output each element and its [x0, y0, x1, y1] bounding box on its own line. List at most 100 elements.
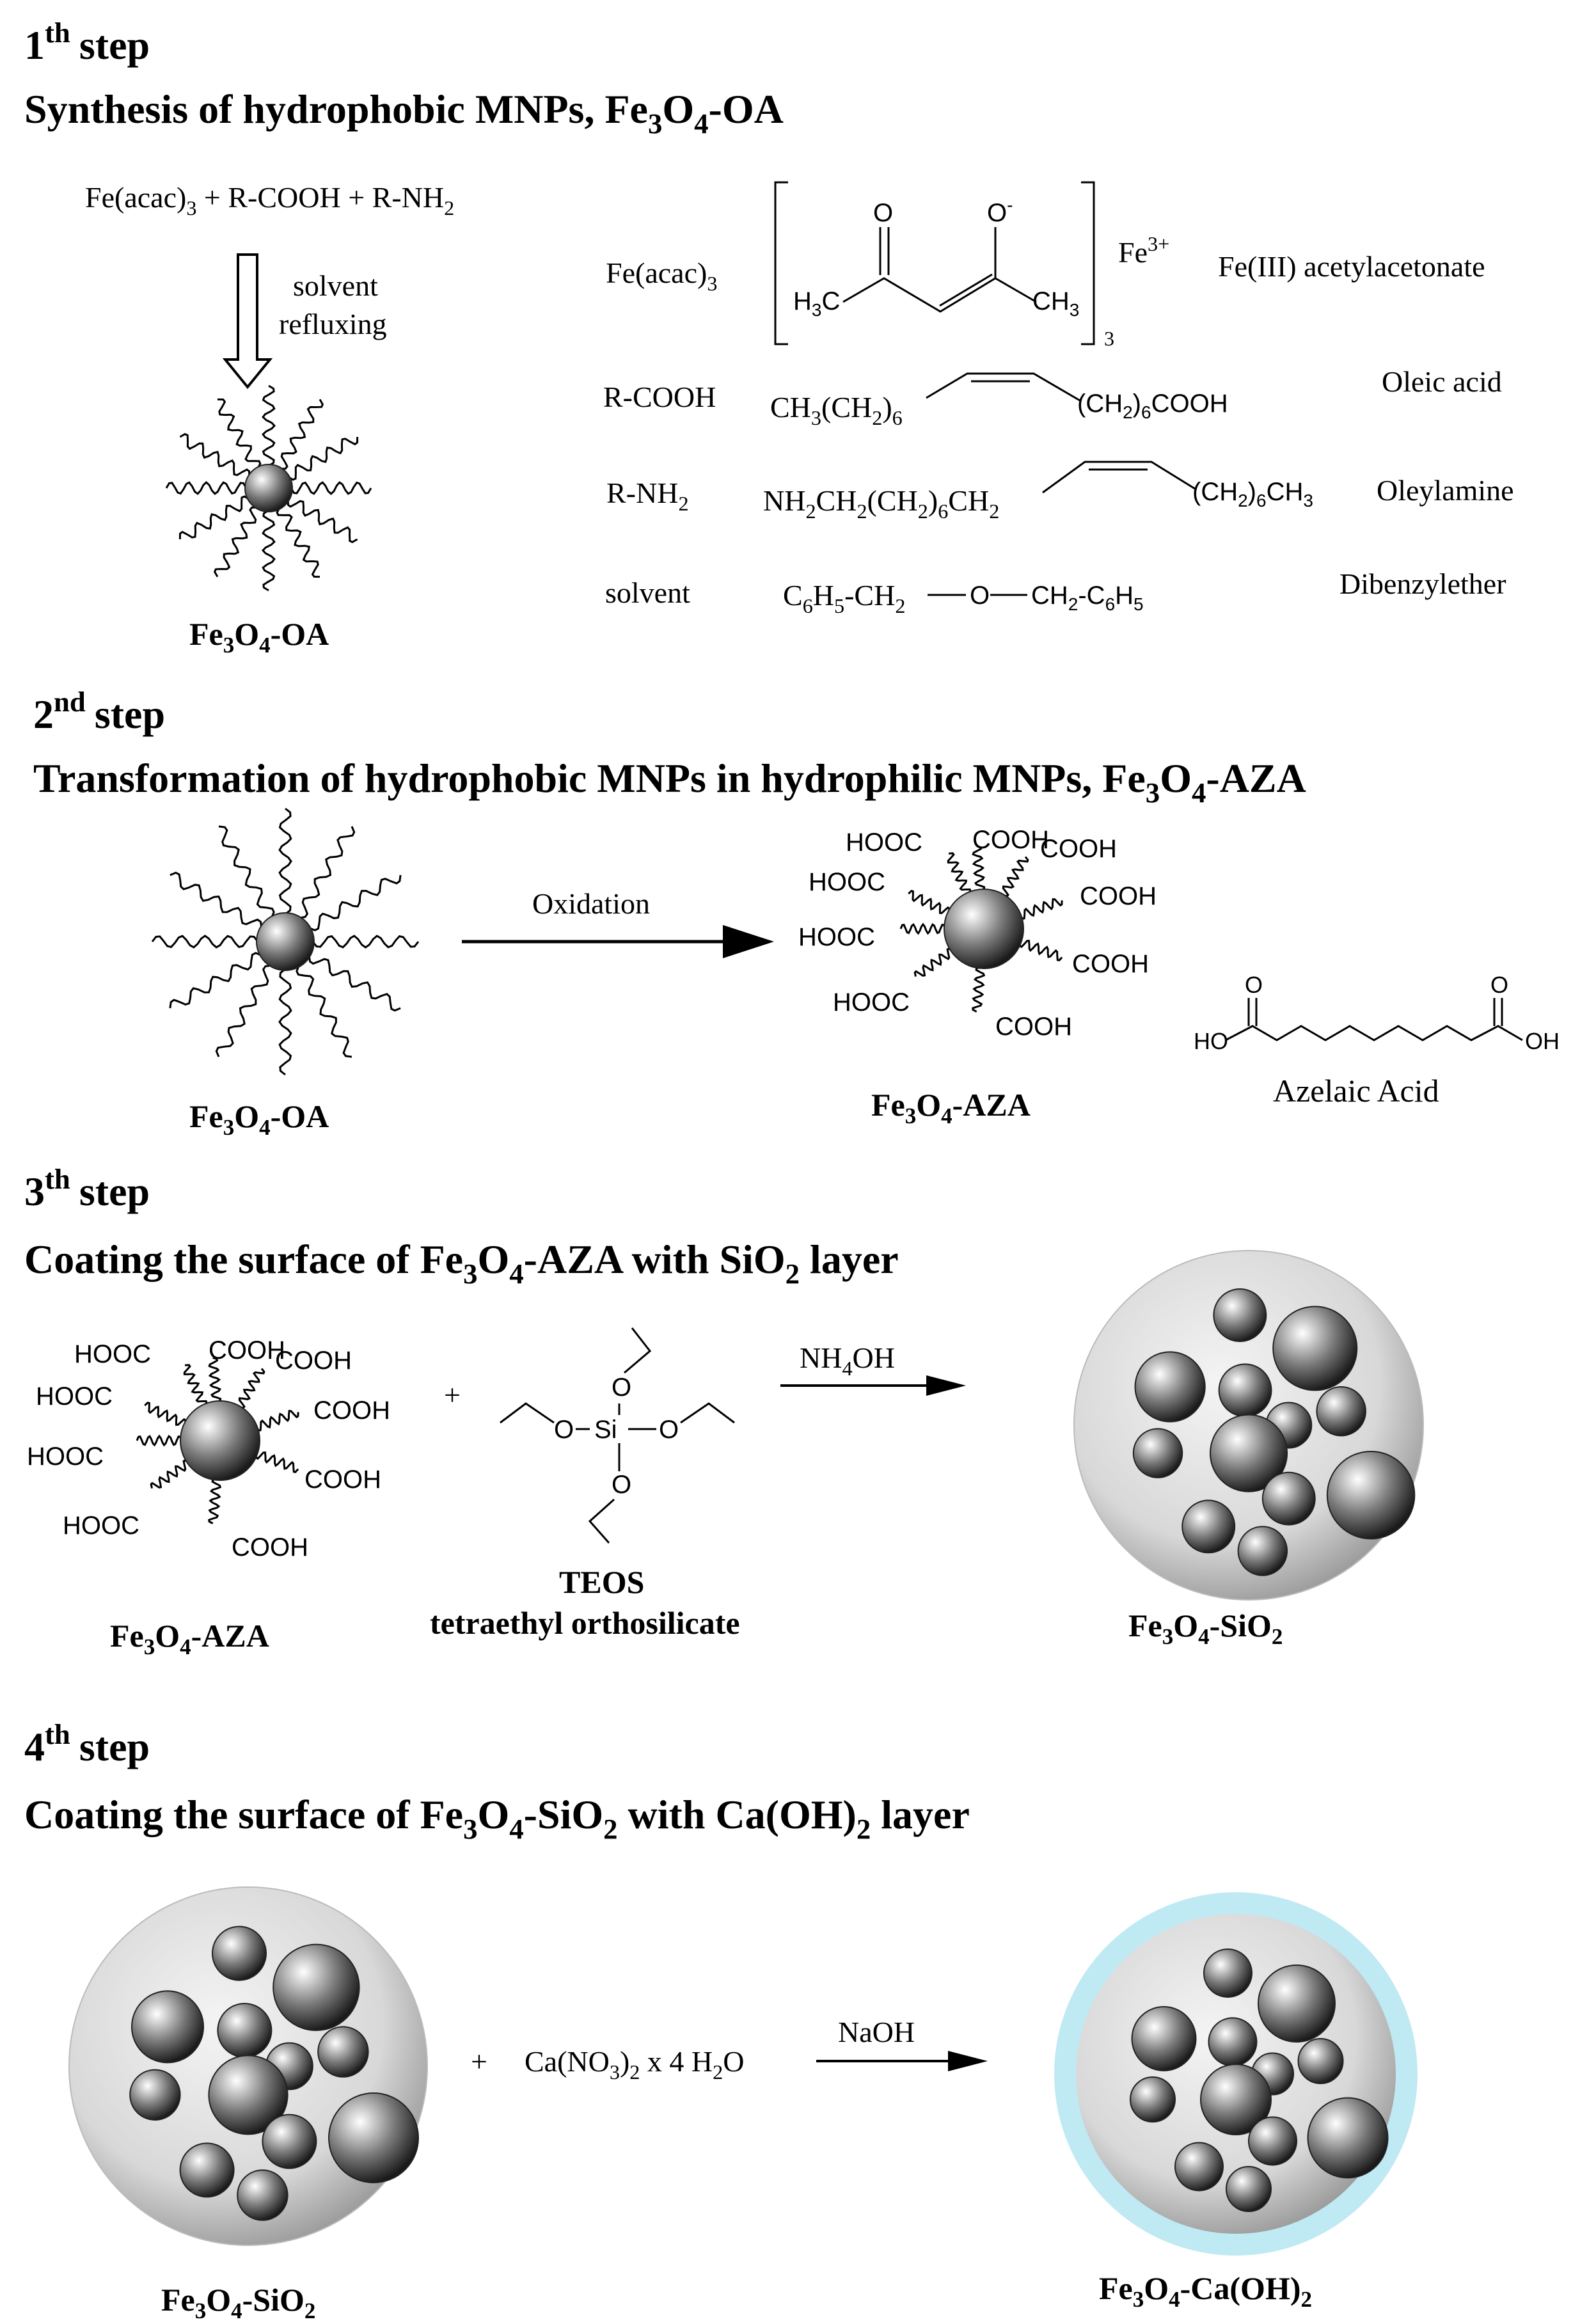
magnetite-core: [256, 912, 315, 971]
azelate-ligand-chain: [208, 1357, 222, 1403]
embedded-magnetite-core: [1307, 2097, 1389, 2179]
step3-title: Coating the surface of Fe3O4-AZA with Si…: [24, 1237, 899, 1290]
embedded-magnetite-core: [1218, 1363, 1272, 1418]
hooc-label: HOOC: [809, 868, 885, 896]
oleate-ligand-chain: [151, 935, 259, 949]
embedded-magnetite-core: [1174, 2142, 1224, 2192]
embedded-magnetite-core: [1130, 2076, 1176, 2122]
hooc-label: HOOC: [833, 988, 910, 1016]
cooh-label: COOH: [313, 1396, 390, 1425]
teos-structure: Si O O O O: [500, 1327, 735, 1544]
step3-left-label: Fe3O4-AZA: [110, 1618, 269, 1659]
hooc-label: HOOC: [74, 1340, 151, 1368]
azelaic-acid-chain: [1225, 1025, 1523, 1041]
magnetite-core: [944, 889, 1024, 969]
embedded-magnetite-core: [212, 1925, 267, 1981]
step3-plus: +: [444, 1379, 461, 1411]
cooh-label: COOH: [995, 1013, 1072, 1041]
cooh-label: COOH: [1072, 950, 1149, 978]
embedded-magnetite-core: [217, 2003, 273, 2058]
step4-plus: +: [471, 2045, 487, 2078]
azelate-ligand-chain: [908, 889, 951, 914]
embedded-magnetite-core: [1248, 2116, 1297, 2166]
bracket-subscript: 3: [1104, 327, 1114, 350]
oleate-ligand-chain: [262, 384, 276, 467]
oleate-ligand-chain: [261, 509, 276, 592]
cooh-label: COOH: [304, 1466, 381, 1494]
embedded-magnetite-core: [208, 2055, 288, 2135]
feacac-name: Fe(III) acetylacetonate: [1218, 250, 1485, 283]
acac-h3c: H3C: [793, 287, 840, 320]
rcooh-row-label: R-COOH: [603, 381, 716, 413]
oleate-ligand-chain: [165, 480, 248, 495]
oleate-ligand-chain: [290, 481, 372, 496]
azelate-ligand-chain: [913, 947, 953, 977]
azelate-ligand-chain: [255, 1451, 299, 1473]
azelate-ligand-chain: [1018, 939, 1063, 961]
embedded-magnetite-core: [1297, 2038, 1344, 2084]
embedded-magnetite-core: [1258, 1964, 1336, 2043]
amine-right-part: (CH2)6CH3: [1192, 478, 1313, 510]
cooh-label: COOH: [209, 1336, 285, 1364]
step4-title: Coating the surface of Fe3O4-SiO2 with C…: [24, 1792, 970, 1845]
oleate-ligand-chain: [296, 965, 352, 1058]
azelaic-o-right: O: [1490, 972, 1508, 998]
fe3o4-sio2-particle-step4: [68, 1886, 428, 2246]
oleic-name: Oleic acid: [1382, 365, 1502, 398]
azelate-ligand-chain: [208, 1478, 222, 1524]
step4-right-label: Fe3O4-Ca(OH)2: [1099, 2270, 1312, 2312]
dbe-ether-o: O: [970, 581, 990, 610]
oleate-ligand-chain: [299, 826, 356, 919]
dbe-name: Dibenzylether: [1339, 567, 1506, 600]
fe3-plus: Fe3+: [1118, 232, 1169, 269]
hooc-label: HOOC: [36, 1382, 113, 1411]
step3-arrow-label: NH4OH: [800, 1341, 895, 1380]
cooh-label: COOH: [1080, 882, 1157, 910]
azelate-ligand-chain: [150, 1459, 189, 1489]
azelate-ligand-chain: [1002, 856, 1029, 897]
embedded-magnetite-core: [1326, 1450, 1416, 1540]
embedded-magnetite-core: [1316, 1386, 1366, 1437]
azelate-ligand-chain: [255, 1409, 299, 1432]
embedded-magnetite-core: [1200, 2064, 1272, 2135]
cooh-label: COOH: [232, 1533, 308, 1561]
teos-full-name: tetraethyl orthosilicate: [430, 1605, 740, 1641]
feacac-row-label: Fe(acac)3: [606, 257, 717, 295]
teos-si: Si: [594, 1416, 617, 1444]
teos-o-left: O: [554, 1416, 574, 1444]
azelate-ligand-chain: [136, 1434, 183, 1447]
embedded-magnetite-core: [1134, 1351, 1206, 1423]
azelate-ligand-chain: [1019, 897, 1063, 920]
fe3o4-sio2-particle: [1073, 1250, 1424, 1601]
embedded-magnetite-core: [273, 1943, 360, 2032]
hooc-label: HOOC: [27, 1443, 104, 1471]
cooh-label: COOH: [275, 1347, 352, 1375]
fe3o4-oa-nanoparticle: [165, 384, 372, 592]
azelate-ligand-chain: [144, 1401, 187, 1426]
step2-title: Transformation of hydrophobic MNPs in hy…: [33, 755, 1306, 809]
step2-left-label: Fe3O4-OA: [189, 1098, 329, 1140]
step1-condition-refluxing: refluxing: [279, 308, 387, 340]
oleate-ligand-chain: [278, 968, 292, 1076]
amine-name: Oleylamine: [1377, 474, 1514, 507]
embedded-magnetite-core: [1226, 2166, 1272, 2212]
teos-o-bottom: O: [612, 1471, 631, 1499]
oleate-ligand-chain: [179, 432, 251, 477]
oleic-double-bond: [926, 372, 1080, 402]
embedded-magnetite-core: [1131, 2006, 1197, 2071]
embedded-magnetite-core: [262, 2114, 317, 2169]
fe3o4-oa-nanoparticle-step2: [151, 807, 420, 1076]
oleic-left-part: CH3(CH2)6: [770, 391, 903, 429]
teos-o-right: O: [659, 1416, 679, 1444]
embedded-magnetite-core: [1213, 1288, 1267, 1342]
cooh-label: COOH: [1040, 835, 1117, 863]
embedded-magnetite-core: [1209, 1414, 1288, 1492]
oleate-ligand-chain: [280, 399, 324, 470]
